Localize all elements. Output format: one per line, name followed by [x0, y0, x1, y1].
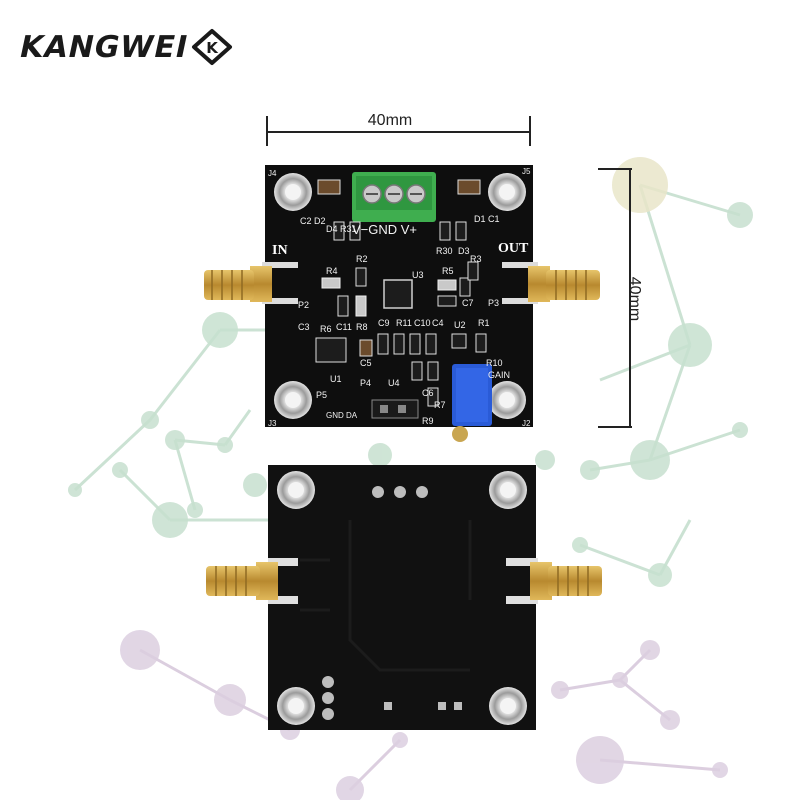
label-c5: C5: [360, 358, 372, 368]
label-c3: C3: [298, 322, 310, 332]
gain-potentiometer: [452, 364, 492, 442]
brand-logo: KANGWEI K: [16, 22, 234, 72]
label-c1: C1: [488, 214, 500, 224]
label-in: IN: [272, 243, 288, 258]
height-dimension-tick-top: [598, 168, 632, 170]
label-r2: R2: [356, 254, 368, 264]
label-r9: R9: [422, 416, 434, 426]
label-r3: R3: [470, 254, 482, 264]
label-r30: R30: [436, 246, 453, 256]
label-r6: R6: [320, 324, 332, 334]
label-j4: J4: [268, 169, 277, 178]
ic-u3: [383, 279, 413, 309]
brand-badge-letter: K: [206, 39, 219, 57]
label-c7: C7: [462, 298, 474, 308]
width-dimension-label: 40mm: [367, 112, 413, 129]
width-dimension-line: [268, 131, 530, 133]
width-dimension-tick-right: [529, 116, 531, 146]
label-r31: R31: [340, 224, 357, 234]
sma-connector-bottom-left: [206, 558, 298, 604]
width-dimension-tick-left: [266, 116, 268, 146]
label-r5: R5: [442, 266, 454, 276]
label-j5: J5: [522, 167, 531, 176]
label-c4: C4: [432, 318, 444, 328]
label-r4: R4: [326, 266, 338, 276]
label-p3: P3: [488, 298, 499, 308]
label-gnd-da: GND DA: [326, 411, 358, 420]
label-u1: U1: [330, 374, 342, 384]
label-c11: C11: [336, 322, 352, 332]
label-u3: U3: [412, 270, 424, 280]
top-board: J4 J5 J3 J2 C2 D2 D4 R31 D1 C1 R30 D3 R4…: [204, 165, 600, 442]
height-dimension-line: [629, 169, 631, 427]
label-r10: R10: [486, 358, 503, 368]
label-out: OUT: [498, 241, 529, 256]
label-terminal: V−GND V+: [352, 222, 417, 237]
sma-connector-out: [502, 262, 600, 304]
height-dimension-tick-bottom: [598, 426, 632, 428]
smd-components: [315, 179, 487, 407]
label-d2: D2: [314, 216, 326, 226]
label-d3: D3: [458, 246, 470, 256]
label-p4: P4: [360, 378, 371, 388]
pin-header: [371, 399, 419, 419]
label-r7: R7: [434, 400, 446, 410]
label-c6: C6: [422, 388, 434, 398]
label-c10: C10: [414, 318, 431, 328]
label-j2: J2: [522, 419, 531, 428]
bottom-board: [206, 465, 602, 730]
label-gain: GAIN: [488, 370, 510, 380]
label-r1: R1: [478, 318, 490, 328]
label-r11: R11: [396, 318, 412, 328]
label-u4: U4: [388, 378, 400, 388]
label-d4: D4: [326, 224, 338, 234]
sma-connector-in: [204, 262, 298, 304]
label-u2: U2: [454, 320, 466, 330]
label-d1: D1: [474, 214, 486, 224]
brand-badge-icon: K: [191, 29, 232, 65]
label-r8: R8: [356, 322, 368, 332]
label-p2: P2: [298, 300, 309, 310]
label-c9: C9: [378, 318, 390, 328]
label-p5: P5: [316, 390, 327, 400]
sma-connector-bottom-right: [506, 558, 602, 604]
screw-terminal-block: [352, 172, 436, 222]
label-j3: J3: [268, 419, 277, 428]
label-c2: C2: [300, 216, 312, 226]
